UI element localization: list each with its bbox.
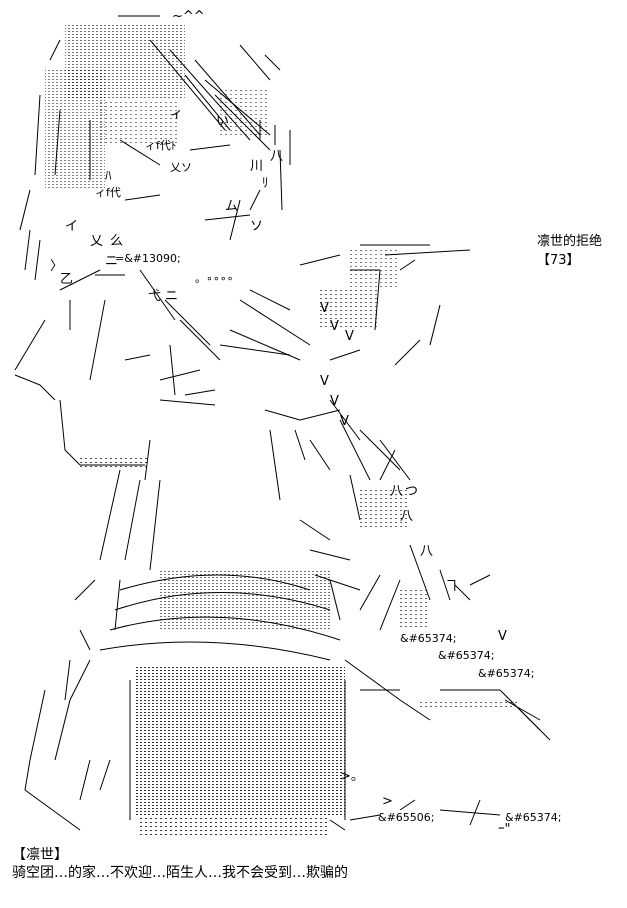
svg-text:ソ: ソ [250,219,263,234]
svg-text:V: V [320,374,329,389]
caption-title: 凛世的拒绝 [537,234,603,249]
svg-text:八: 八 [270,149,283,164]
svg-text:八: 八 [390,484,403,499]
svg-text:ヿ: ヿ [445,579,458,594]
svg-text:ニ: ニ [165,289,178,304]
svg-text:イ: イ [65,219,78,234]
svg-text:ﾊ: ﾊ [105,169,112,184]
svg-text:つ: つ [405,484,418,499]
svg-text:V: V [330,394,339,409]
svg-text:V: V [340,414,349,429]
dialogue-line: 骑空团…的家…不欢迎…陌生人…我不会受到…欺骗的 [12,865,348,881]
dialogue-speaker: 【凛世】 [12,847,68,863]
svg-text:八: 八 [400,509,413,524]
svg-text:V: V [345,329,354,344]
dialogue-box: 【凛世】 骑空团…的家…不欢迎…陌生人…我不会受到…欺骗的 [12,846,348,882]
svg-text:>。: >。 [340,769,364,784]
entity-mark-1: &#65374; [400,632,457,645]
caption-box: 凛世的拒绝 【73】 [537,232,602,270]
svg-text:V: V [330,319,339,334]
svg-text:弋: 弋 [148,289,161,304]
eye-mark-left: ィf代ﾄ [145,139,177,152]
entity-mark-4: &#65506; [378,811,435,824]
svg-text:么: 么 [110,234,123,249]
entity-mark-5: &#65374; [505,811,562,824]
svg-text:ニ: ニ [105,254,118,269]
svg-text:八: 八 [420,544,433,559]
svg-text:〉: 〉 [50,259,63,274]
caption-number: 【73】 [537,253,580,268]
circles-mark: 。∘∘∘∘ [195,272,234,285]
svg-text:乙: 乙 [60,272,73,287]
svg-text:い: い [216,114,229,129]
svg-text:乂: 乂 [90,234,103,249]
eye-mark-right: 乂ソ [170,161,192,174]
svg-text:V: V [320,301,329,316]
svg-text:~^^: ~^^ [172,9,205,24]
entity-mark-3: &#65374; [478,667,535,680]
nose-code: =&#13090; [115,252,181,265]
svg-text:川: 川 [250,159,263,174]
svg-text:ィ: ィ [170,107,183,122]
eye-mark-left-2: ィf代 [95,186,121,199]
svg-text:>: > [382,794,393,809]
svg-text:ｰ": ｰ" [498,822,510,837]
svg-text:ﾘ: ﾘ [262,176,269,191]
svg-text:ム: ム [225,199,238,214]
entity-mark-2: &#65374; [438,649,495,662]
svg-text:V: V [498,629,507,644]
